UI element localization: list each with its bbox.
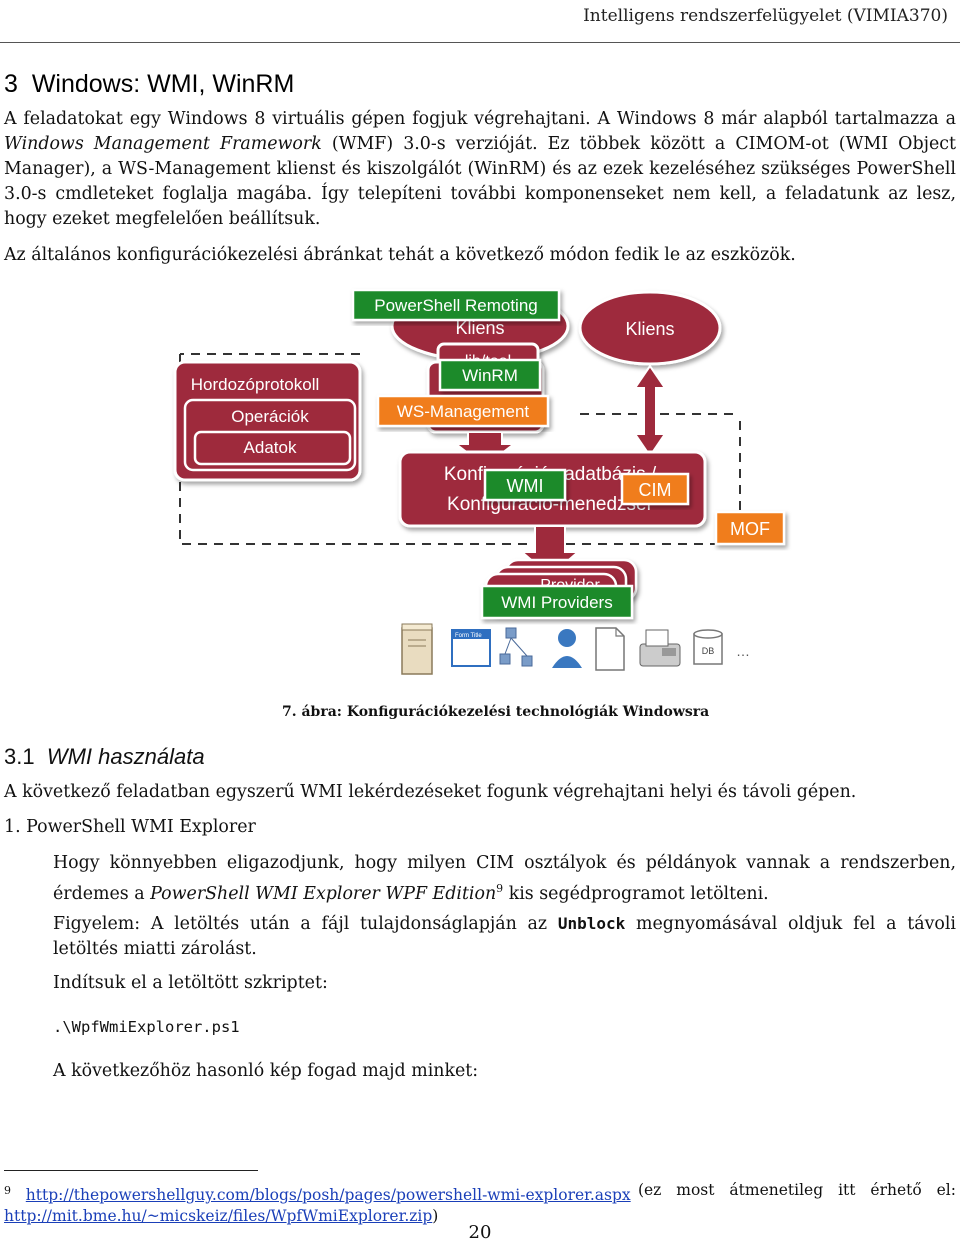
server-icon: [401, 623, 433, 675]
hordozo-label: Hordozóprotokoll: [191, 375, 320, 394]
section-number: 3: [4, 70, 18, 98]
config-management-diagram: Kliens lib/tool Kliens Hordozóprotokoll …: [173, 288, 786, 675]
code-snippet: .\WpfWmiExplorer.ps1: [53, 1018, 240, 1036]
s31-paragraph-3: Indítsuk el a letöltött szkriptet:: [53, 973, 328, 993]
figure-caption: 7. ábra: Konfigurációkezelési technológi…: [282, 704, 710, 720]
section-title: Windows: WMI, WinRM: [31, 70, 295, 98]
page-number: 20: [468, 1222, 492, 1243]
running-header: Intelligens rendszerfelügyelet (VIMIA370…: [583, 6, 948, 26]
subsection-heading: 3.1 WMI használata: [4, 744, 205, 770]
subsection-title: WMI használata: [46, 744, 205, 769]
db-label: DB: [702, 646, 715, 656]
winrm-label: WinRM: [462, 366, 518, 385]
dashed-boundary: [179, 354, 741, 545]
window-icon: Form Title: [451, 629, 491, 667]
s31-intro: A következő feladatban egyszerű WMI leké…: [4, 782, 857, 802]
ps-remoting-box: [351, 288, 561, 322]
unblock-code: Unblock: [557, 914, 626, 933]
footnote-link-1[interactable]: http://thepowershellguy.com/blogs/posh/p…: [25, 1186, 631, 1205]
s31-paragraph-4: A következőhöz hasonló kép fogad majd mi…: [53, 1061, 479, 1081]
wmi-providers-box: [480, 584, 634, 620]
ps-remoting-label: PowerShell Remoting: [374, 296, 537, 315]
wmi-label: WMI: [507, 476, 544, 496]
footnote: 9 http://thepowershellguy.com/blogs/posh…: [4, 1181, 956, 1226]
s31-paragraph-2: Figyelem: A letöltés után a fájl tulajdo…: [53, 914, 956, 959]
document-icon: [595, 627, 625, 671]
mof-label: MOF: [730, 519, 770, 539]
section-heading: 3 Windows: WMI, WinRM: [4, 70, 294, 99]
operaciok-label: Operációk: [231, 407, 309, 426]
kliens-right-shape: [578, 290, 722, 366]
kliens-left-label: Kliens: [455, 318, 504, 338]
intro-paragraph: A feladatokat egy Windows 8 virtuális gé…: [4, 109, 956, 229]
cim-label: CIM: [639, 480, 672, 500]
s31-paragraph-1: Hogy könnyebben eligazodjunk, hogy milye…: [53, 853, 956, 904]
cim-box: [620, 472, 690, 506]
wmi-box: [483, 468, 567, 502]
mof-box: [714, 510, 786, 546]
footnote-rule: [4, 1170, 258, 1171]
adatok-label: Adatok: [244, 438, 297, 457]
user-icon: [552, 629, 582, 668]
footnote-number: 9: [4, 1184, 11, 1197]
ellipsis-label: …: [736, 643, 750, 659]
list-item-1: 1. PowerShell WMI Explorer: [4, 817, 256, 837]
wsman-box: [376, 394, 550, 428]
footnote-ref[interactable]: 9: [496, 882, 504, 895]
subsection-number: 3.1: [4, 744, 35, 769]
footnote-link-2[interactable]: http://mit.bme.hu/~micskeiz/files/WpfWmi…: [4, 1207, 433, 1226]
wmi-providers-label: WMI Providers: [501, 593, 612, 612]
wmi-explorer-term: PowerShell WMI Explorer WPF Edition: [150, 883, 497, 904]
network-icon: [499, 627, 533, 667]
footnote-mid: (ez most átmenetileg itt érhető el:: [637, 1181, 956, 1199]
kliens-right-label: Kliens: [625, 319, 674, 339]
svg-text:Form Title: Form Title: [455, 633, 482, 639]
wsman-label: WS-Management: [397, 402, 530, 421]
intro-paragraph-2: Az általános konfigurációkezelési ábránk…: [4, 245, 796, 265]
header-rule: [0, 42, 960, 43]
fax-icon: [639, 629, 681, 667]
adatok-box: [193, 430, 352, 466]
database-icon: DB: [693, 629, 723, 665]
winrm-box: [438, 358, 542, 392]
double-arrow-right: [633, 364, 667, 458]
wmf-term: Windows Management Framework: [4, 134, 322, 154]
